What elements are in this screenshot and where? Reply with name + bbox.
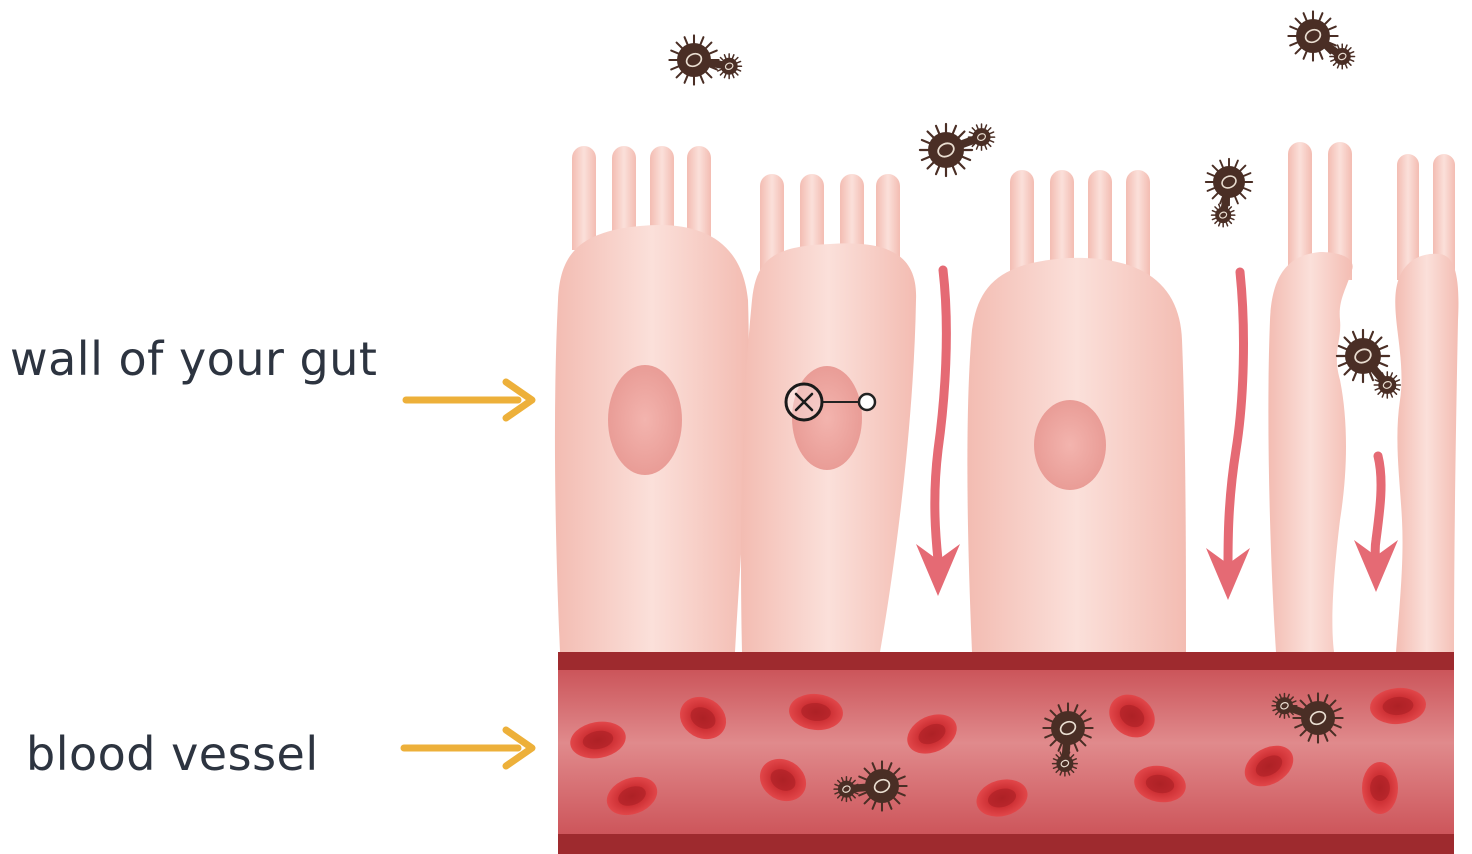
- bacterium-icon: [920, 124, 995, 176]
- microvillus: [572, 146, 596, 250]
- bacterium-icon: [669, 35, 741, 84]
- damaged-epithelial-cell: [1395, 154, 1458, 652]
- epithelial-cell: [967, 170, 1186, 652]
- bacterium-icon: [1337, 330, 1400, 398]
- downward-flow-arrow-icon: [916, 270, 960, 596]
- red-blood-cell: [1362, 762, 1398, 814]
- nucleus: [608, 365, 682, 475]
- blood-vessel: [558, 652, 1454, 854]
- orange-arrow-icon: [404, 730, 532, 766]
- bacterium-icon: [1288, 11, 1354, 68]
- microvillus: [1126, 170, 1150, 280]
- epithelial-cell: [555, 146, 749, 652]
- downward-flow-arrow-icon: [1206, 272, 1250, 600]
- bacterium-icon: [1206, 159, 1252, 227]
- epithelial-cell: [741, 174, 916, 652]
- damaged-epithelial-cell: [1268, 142, 1352, 652]
- downward-flow-arrow-icon: [1354, 456, 1398, 592]
- orange-arrow-icon: [406, 382, 532, 418]
- nucleus: [1034, 400, 1106, 490]
